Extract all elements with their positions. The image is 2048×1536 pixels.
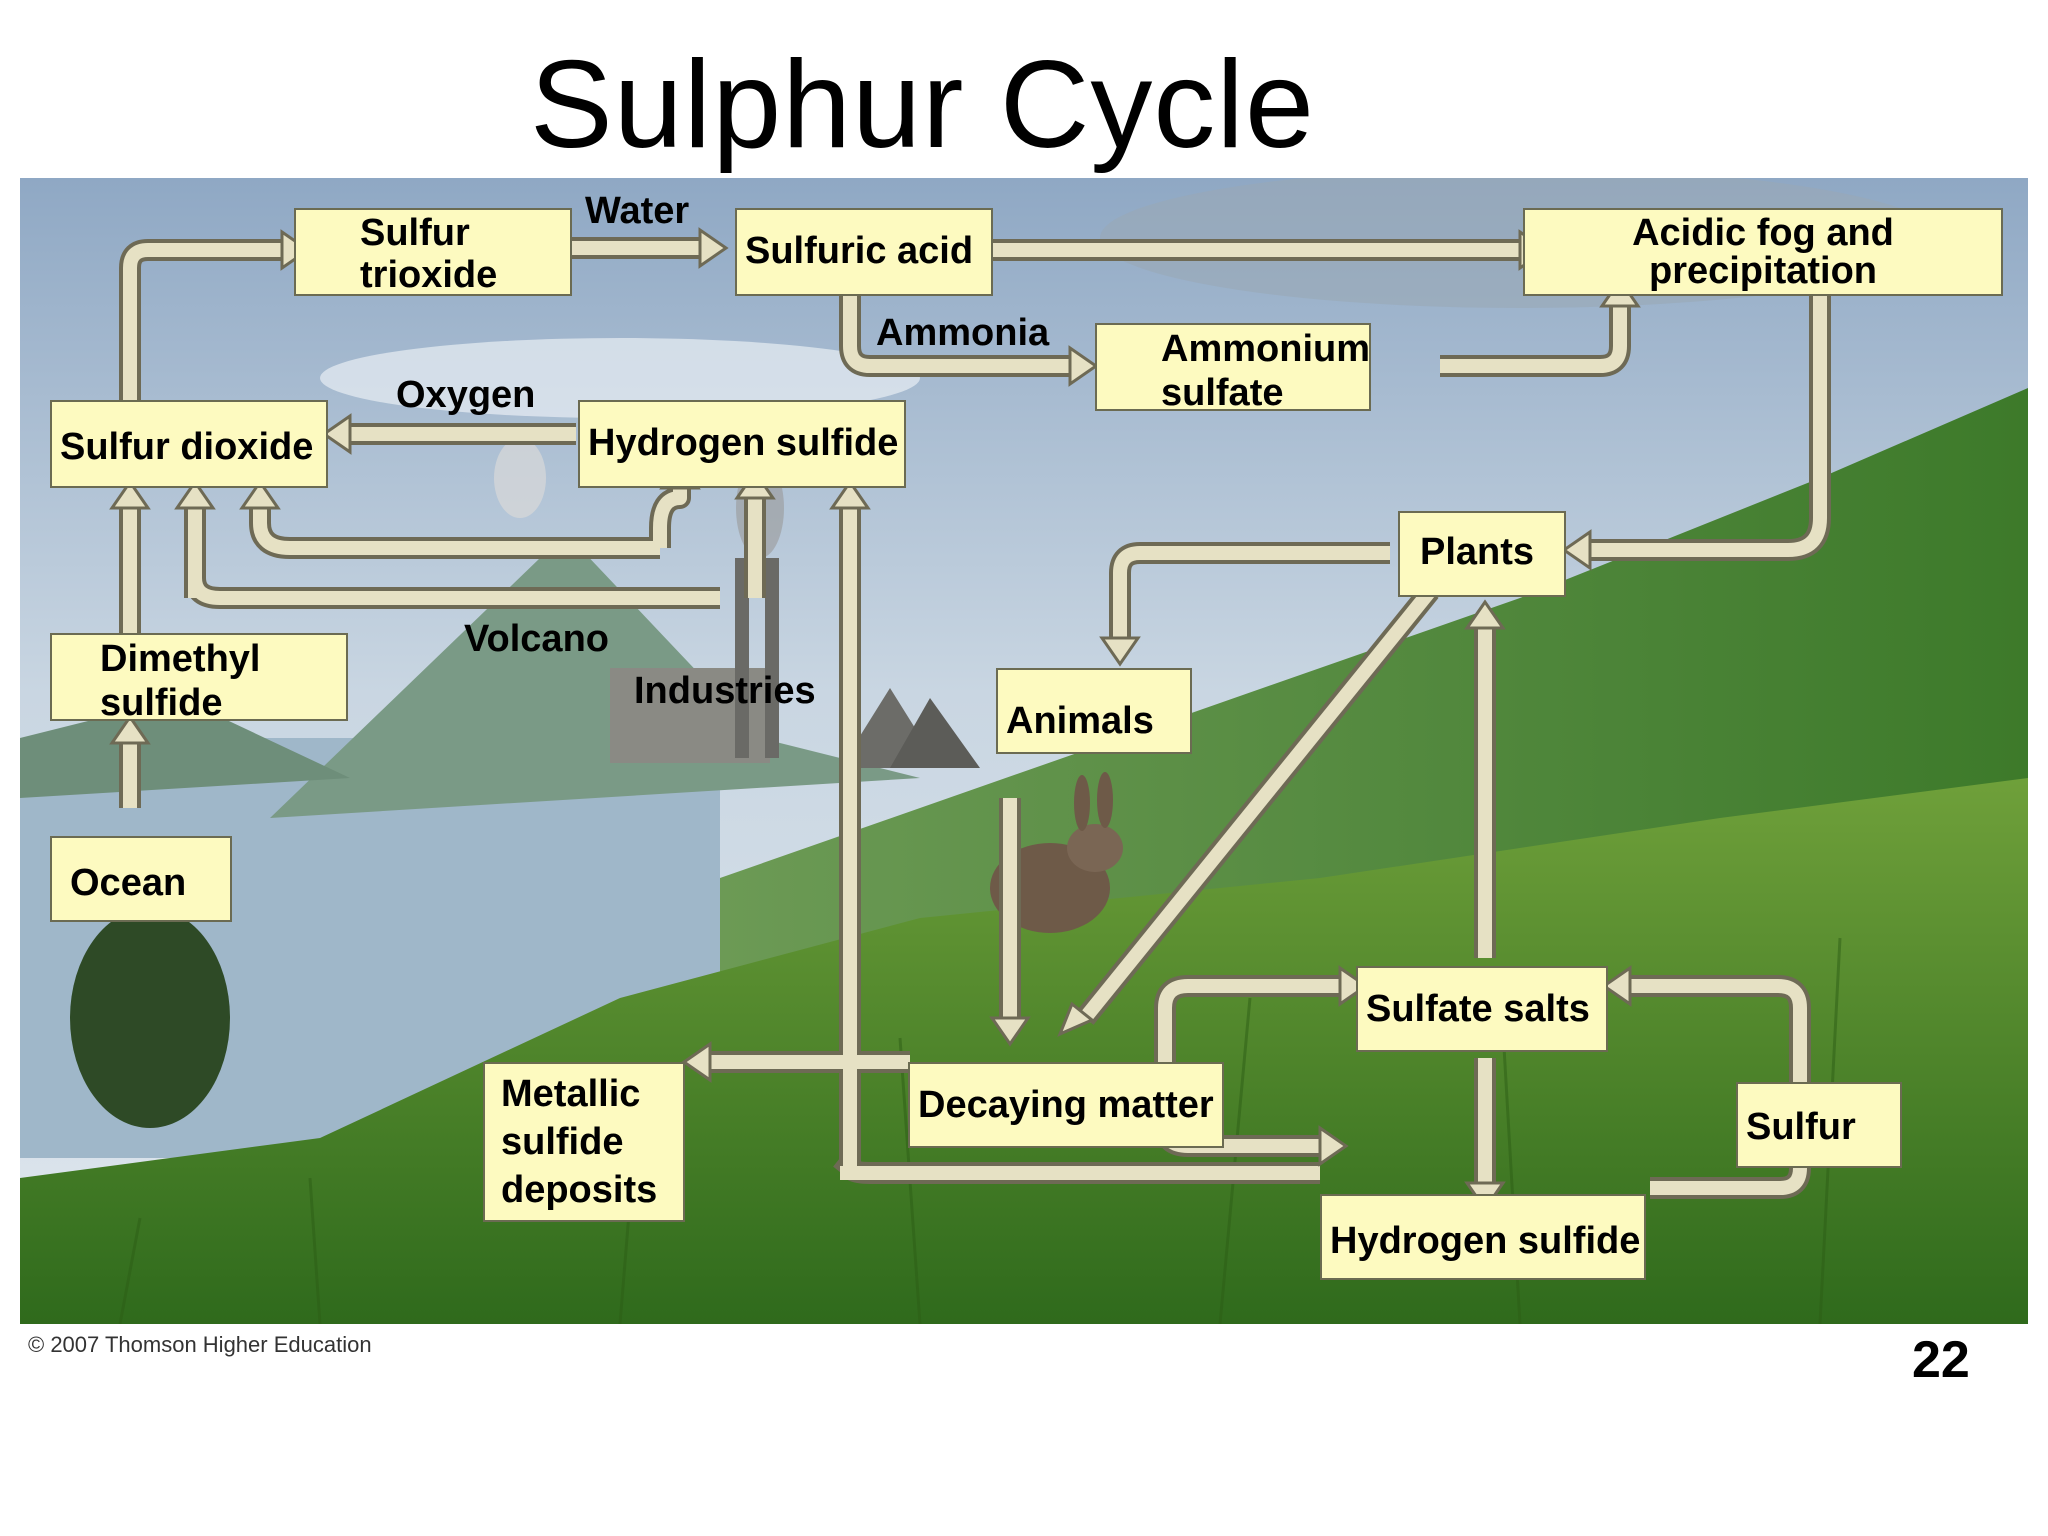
box-sulfur-trioxide: Sulfur trioxide [294,208,572,296]
box-sulfate-salts: Sulfate salts [1356,966,1608,1052]
box-sulfuric-acid: Sulfuric acid [735,208,993,296]
box-ammonium-sulfate: Ammonium sulfate [1095,323,1371,414]
label-volcano: Volcano [464,618,609,660]
label-industries: Industries [634,670,816,712]
diagram-scene: Sulfur trioxide Sulfuric acid Acidic fog… [20,178,2028,1324]
box-animals: Animals [996,668,1192,754]
box-sulfur-dioxide: Sulfur dioxide [50,400,328,488]
box-sulfur: Sulfur [1736,1082,1902,1168]
page-title: Sulphur Cycle [530,36,1315,174]
box-ocean: Ocean [50,836,232,922]
box-hydrogen-sulfide-top: Hydrogen sulfide [578,400,906,488]
label-ammonia: Ammonia [876,312,1050,354]
box-acidic-fog: Acidic fog and precipitation [1523,208,2003,296]
label-water: Water [585,190,690,232]
cycle-arrows [109,227,1831,1212]
box-decaying-matter: Decaying matter [908,1062,1224,1148]
box-metallic-sulfide-deposits: Metallic sulfide deposits [483,1062,685,1222]
label-oxygen: Oxygen [396,374,536,416]
box-hydrogen-sulfide-bottom: Hydrogen sulfide [1320,1194,1646,1280]
page-number: 22 [1912,1331,1970,1389]
box-plants: Plants [1398,511,1566,597]
copyright-notice: © 2007 Thomson Higher Education [28,1332,372,1357]
box-dimethyl-sulfide: Dimethyl sulfide [50,633,348,724]
